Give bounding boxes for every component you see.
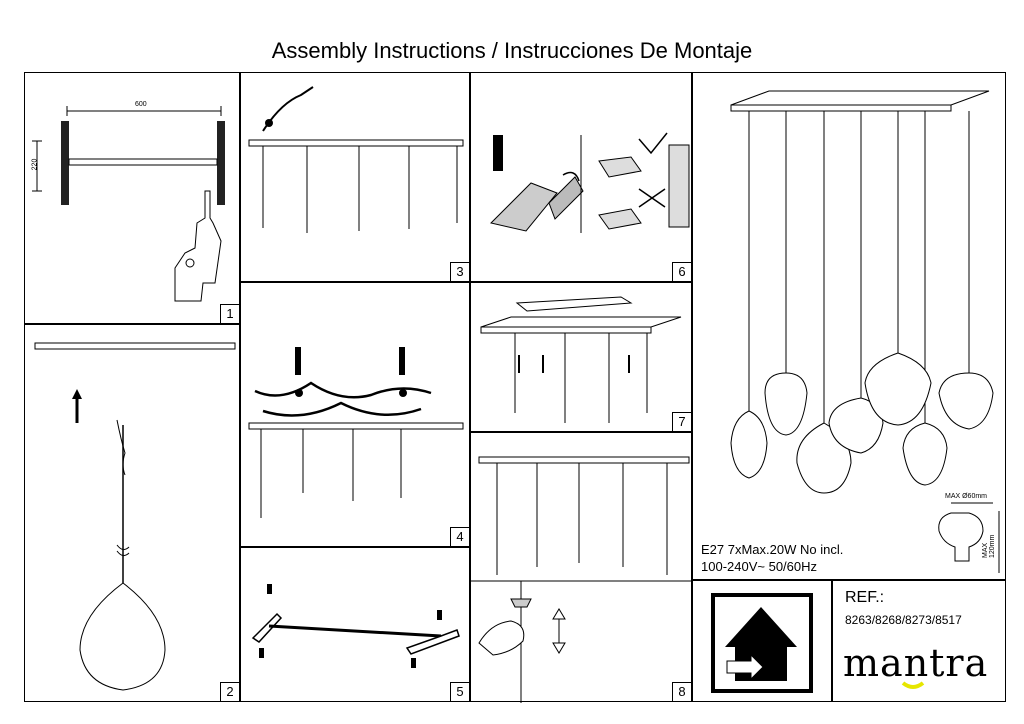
- indoor-use-icon: [711, 593, 813, 693]
- spec-voltage: 100-240V~ 50/60Hz: [701, 559, 818, 574]
- step-3-panel: 3: [240, 72, 470, 282]
- step-number: 3: [450, 262, 469, 281]
- bracket-drill-illustration: [32, 106, 225, 302]
- step-number: 2: [220, 682, 239, 701]
- mounting-rail-illustration: [480, 296, 682, 423]
- step-number: 8: [672, 682, 691, 701]
- step-number: 6: [672, 262, 691, 281]
- step-number: 7: [672, 412, 691, 431]
- page-title: Assembly Instructions / Instrucciones De…: [271, 38, 753, 63]
- step-4-panel: 4: [240, 282, 470, 547]
- bracket-screws-illustration: [251, 584, 460, 668]
- step-6-panel: 6: [470, 72, 692, 282]
- step-number: 5: [450, 682, 469, 701]
- ref-codes: 8263/8268/8273/8517: [845, 613, 962, 627]
- brand-accent-icon: [901, 681, 925, 689]
- spec-power: E27 7xMax.20W No incl.: [701, 542, 844, 557]
- step-7-panel: 7: [470, 282, 692, 432]
- fixture-panel: MAX Ø60mm MAX 120mm E27 7xMax.20W No inc…: [692, 72, 1006, 580]
- step-number: 1: [220, 304, 239, 323]
- pendant-hanging-illustration: [34, 342, 236, 691]
- step-number: 4: [450, 527, 469, 546]
- ref-brand-panel: REF.: 8263/8268/8273/8517 mantra: [832, 580, 1006, 702]
- wiring-connection-illustration: [490, 132, 690, 233]
- step-5-panel: 5: [240, 547, 470, 702]
- bulb-max-length: MAX 120mm: [982, 534, 996, 558]
- pendant-fixture-illustration: [730, 90, 1000, 573]
- height-dimension: 220: [31, 158, 39, 171]
- brand-logo: mantra: [843, 641, 989, 685]
- wire-connectors-illustration: [248, 347, 464, 518]
- step-8-panel: 8: [470, 432, 693, 703]
- step-1-panel: 600 220 1: [24, 72, 240, 324]
- height-adjust-illustration: [471, 456, 693, 703]
- step-2-panel: 2: [24, 324, 240, 702]
- width-dimension: 600: [135, 101, 147, 108]
- ref-label: REF.:: [845, 589, 885, 606]
- bulb-max-diameter: MAX Ø60mm: [945, 493, 988, 500]
- cable-canopy-illustration: [248, 86, 464, 233]
- indoor-use-panel: [692, 580, 832, 702]
